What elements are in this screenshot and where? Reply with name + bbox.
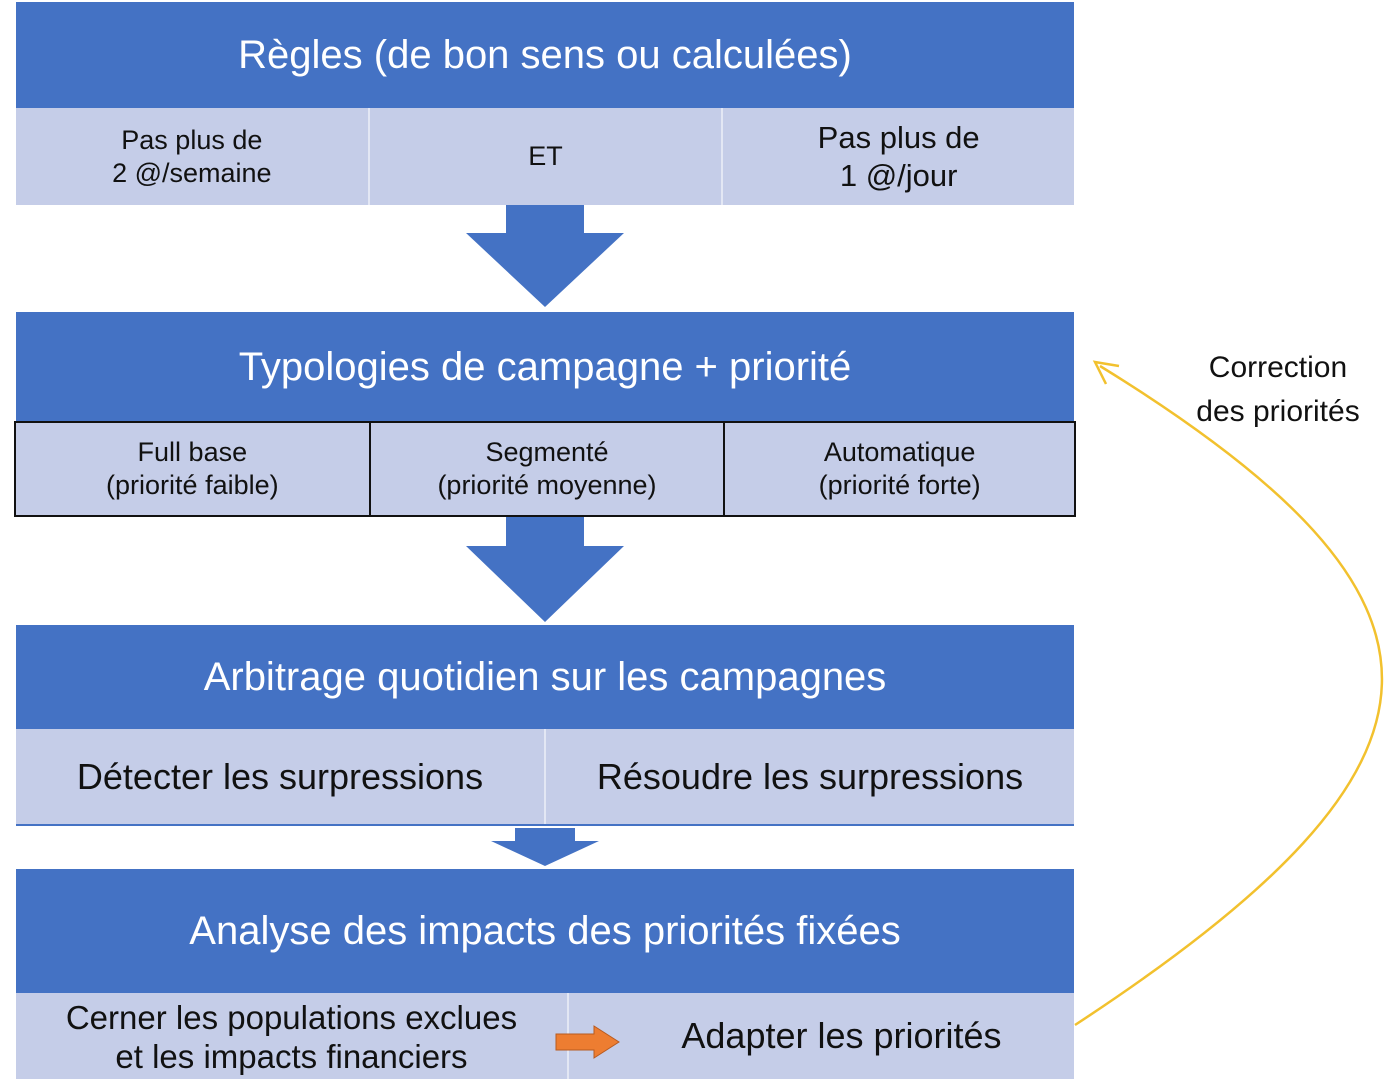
rule-and-cell: ET: [369, 108, 724, 205]
rule-day-text: Pas plus de 1 @/jour: [817, 119, 980, 193]
feedback-arrowhead: [1092, 360, 1120, 385]
resolve-surpressions-text: Résoudre les surpressions: [596, 755, 1024, 797]
typologies-header: Typologies de campagne + priorité: [16, 312, 1074, 422]
typology-segmented-text: Segmenté (priorité moyenne): [437, 437, 657, 500]
excluded-populations-cell: Cerner les populations exclues et les im…: [16, 993, 569, 1079]
typology-automatic-cell: Automatique (priorité forte): [725, 423, 1074, 515]
rule-week-cell: Pas plus de 2 @/semaine: [16, 108, 370, 205]
typologies-row: Full base (priorité faible) Segmenté (pr…: [14, 421, 1076, 517]
rules-row: Pas plus de 2 @/semaine ET Pas plus de 1…: [16, 108, 1075, 205]
feedback-label: Correction des priorités: [1196, 351, 1360, 428]
down-arrow-2: [466, 517, 624, 622]
typology-full-base-text: Full base (priorité faible): [106, 437, 279, 500]
rules-header: Règles (de bon sens ou calculées): [16, 2, 1074, 108]
impacts-title: Analyse des impacts des priorités fixées: [189, 908, 901, 953]
feedback-curve: [1074, 364, 1384, 1027]
rule-day-cell: Pas plus de 1 @/jour: [723, 108, 1075, 205]
rules-title: Règles (de bon sens ou calculées): [238, 32, 852, 77]
typology-segmented-cell: Segmenté (priorité moyenne): [370, 423, 726, 515]
detect-surpressions-text: Détecter les surpressions: [76, 755, 484, 797]
adapt-priorities-text: Adapter les priorités: [681, 1015, 1002, 1057]
arbitration-row: Détecter les surpressions Résoudre les s…: [16, 729, 1074, 826]
impacts-header: Analyse des impacts des priorités fixées: [16, 869, 1074, 993]
typologies-title: Typologies de campagne + priorité: [238, 344, 852, 389]
typology-automatic-text: Automatique (priorité forte): [818, 437, 981, 500]
down-arrow-1: [466, 205, 624, 307]
detect-surpressions-cell: Détecter les surpressions: [16, 729, 546, 824]
rule-week-text: Pas plus de 2 @/semaine: [112, 124, 272, 188]
down-arrow-3: [491, 828, 599, 866]
impacts-row: Cerner les populations exclues et les im…: [16, 993, 1074, 1079]
resolve-surpressions-cell: Résoudre les surpressions: [546, 729, 1074, 824]
adapt-priorities-cell: Adapter les priorités: [568, 993, 1074, 1079]
rule-and-text: ET: [528, 141, 563, 172]
arbitration-header: Arbitrage quotidien sur les campagnes: [16, 625, 1074, 729]
excluded-populations-text: Cerner les populations exclues et les im…: [65, 999, 518, 1075]
arbitration-title: Arbitrage quotidien sur les campagnes: [203, 654, 887, 699]
typology-full-base-cell: Full base (priorité faible): [16, 423, 371, 515]
